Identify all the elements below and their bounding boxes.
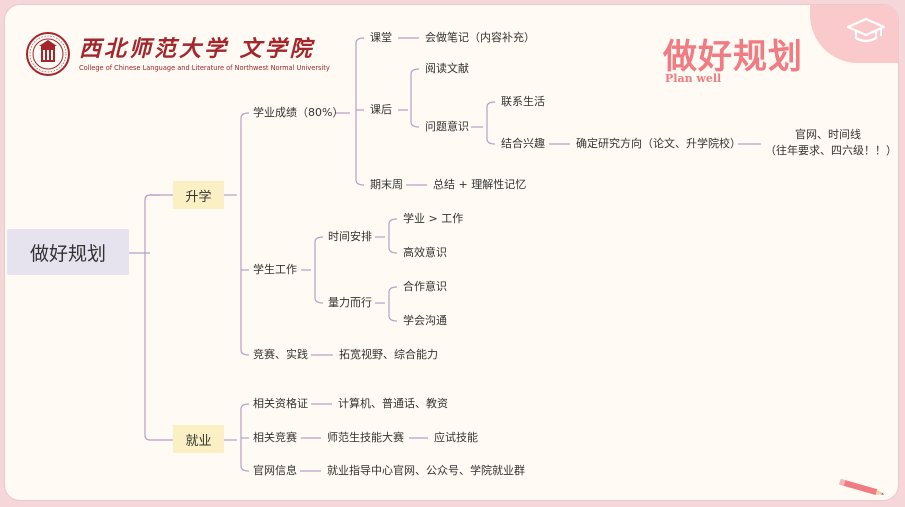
node-read-literature: 阅读文献 [425, 62, 469, 75]
node-teacher-skills-contest: 师范生技能大赛 [327, 431, 404, 444]
node-cert-list: 计算机、普通话、教资 [338, 397, 448, 410]
node-study-over-work: 学业 > 工作 [403, 212, 464, 225]
node-after-class: 课后 [370, 103, 392, 116]
logo-subtitle: College of Chinese Language and Literatu… [79, 64, 330, 72]
page-title: 做好规划 [663, 37, 803, 77]
node-past-requirements: （往年要求、四六级！！） [765, 144, 897, 157]
graduation-cap-icon [846, 17, 886, 43]
slide-card: 西北师范大学 文学院 College of Chinese Language a… [4, 4, 899, 501]
node-exam-skills: 应试技能 [434, 431, 478, 444]
node-take-notes: 会做笔记（内容补充） [425, 31, 535, 44]
page-subtitle: Plan well [665, 72, 722, 85]
node-certificates: 相关资格证 [253, 397, 308, 410]
node-finals-week: 期末周 [370, 178, 403, 191]
node-time-schedule: 时间安排 [328, 230, 372, 243]
node-employment: 就业 [173, 425, 224, 453]
node-within-means: 量力而行 [328, 296, 372, 309]
logo-title: 西北师范大学 文学院 [79, 36, 315, 62]
node-problem-awareness: 问题意识 [425, 120, 469, 133]
node-connect-life: 联系生活 [501, 95, 545, 108]
node-competitions-practice: 竞赛、实践 [253, 348, 308, 361]
node-official-info: 官网信息 [253, 464, 297, 477]
node-classroom: 课堂 [370, 31, 392, 44]
pencil-icon [839, 479, 885, 496]
university-emblem-icon [26, 32, 70, 76]
node-research-direction: 确定研究方向（论文、升学院校） [576, 137, 741, 150]
node-further-study: 升学 [173, 181, 224, 209]
node-efficiency: 高效意识 [403, 246, 447, 259]
node-job-channels: 就业指导中心官网、公众号、学院就业群 [327, 464, 525, 477]
node-summarize-memorize: 总结 + 理解性记忆 [433, 178, 527, 191]
node-academic-grades: 学业成绩（80%） [253, 106, 344, 119]
root-node: 做好规划 [7, 229, 129, 275]
node-cooperation: 合作意识 [403, 280, 447, 293]
node-communication: 学会沟通 [403, 314, 447, 327]
node-official-site-timeline: 官网、时间线 [795, 128, 861, 141]
node-related-competitions: 相关竞赛 [253, 431, 297, 444]
node-student-work: 学生工作 [253, 263, 297, 276]
mindmap-connectors [129, 37, 761, 472]
node-combine-interest: 结合兴趣 [501, 137, 545, 150]
node-broaden-horizons: 拓宽视野、综合能力 [339, 348, 438, 361]
